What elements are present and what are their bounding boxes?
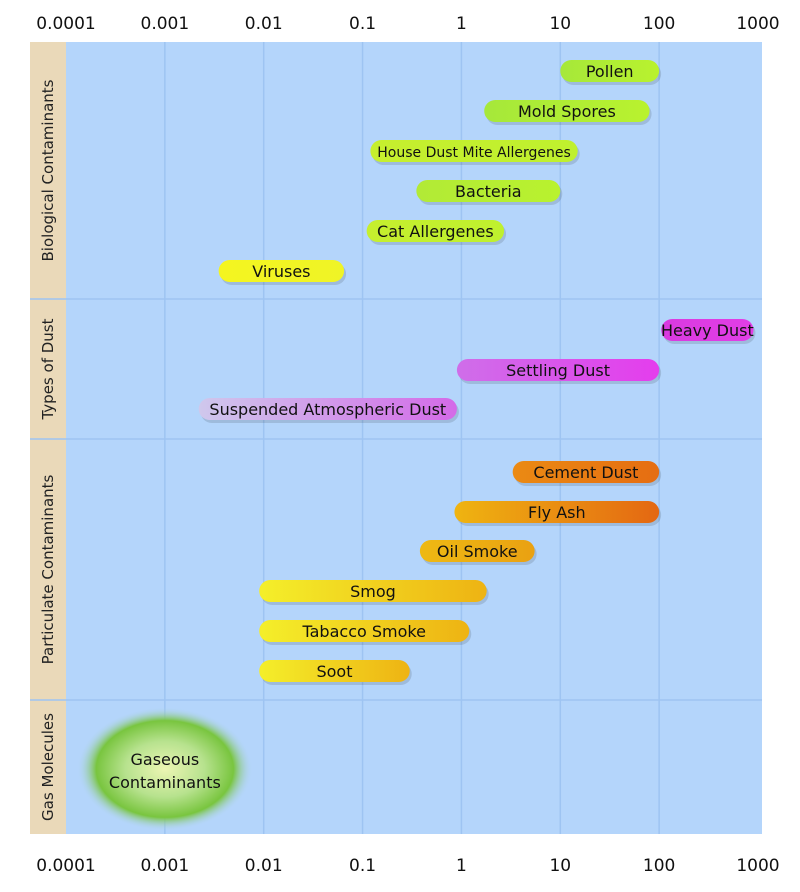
x-tick-label-top: 1000 bbox=[736, 14, 779, 34]
plot-background bbox=[30, 42, 762, 834]
category-label: Biological Contaminants bbox=[39, 79, 57, 261]
range-bar bbox=[560, 60, 660, 82]
bar-label: Settling Dust bbox=[506, 361, 610, 380]
x-tick-label-top: 0.1 bbox=[349, 14, 376, 34]
x-tick-label-top: 10 bbox=[549, 14, 571, 34]
range-bar bbox=[512, 461, 660, 483]
bar-label: House Dust Mite Allergenes bbox=[377, 145, 571, 161]
x-axis-top: 0.0001 0.001 0.01 0.1 1 10 100 1000 bbox=[36, 14, 779, 34]
bar-label: Pollen bbox=[586, 62, 634, 81]
bar-label: Cat Allergenes bbox=[377, 222, 494, 241]
grid-lines bbox=[30, 42, 762, 834]
range-bar bbox=[484, 100, 650, 122]
gas-label: Contaminants bbox=[109, 773, 221, 792]
bar-label: Tabacco Smoke bbox=[302, 622, 426, 641]
range-bar bbox=[661, 319, 754, 341]
bar-label: Soot bbox=[316, 662, 352, 681]
range-bar bbox=[218, 260, 345, 282]
range-bar bbox=[259, 660, 410, 682]
category-label: Gas Molecules bbox=[39, 713, 57, 821]
x-tick-label-top: 1 bbox=[456, 14, 467, 34]
gas-label: Gaseous bbox=[131, 750, 200, 769]
category-band bbox=[30, 299, 66, 439]
bar-label: Suspended Atmospheric Dust bbox=[209, 400, 446, 419]
range-bar bbox=[259, 620, 470, 642]
range-bar bbox=[370, 140, 578, 162]
category-band bbox=[30, 439, 66, 700]
range-bar bbox=[259, 580, 487, 602]
bar-label: Bacteria bbox=[455, 182, 522, 201]
bar-label: Smog bbox=[350, 582, 396, 601]
category-band bbox=[30, 42, 66, 299]
gas-ellipse bbox=[76, 707, 253, 831]
x-tick-label-bottom: 1 bbox=[456, 856, 467, 876]
bar-label: Heavy Dust bbox=[661, 321, 754, 340]
bar-label: Fly Ash bbox=[528, 503, 586, 522]
x-tick-label-top: 0.001 bbox=[141, 14, 190, 34]
x-axis-bottom: 0.0001 0.001 0.01 0.1 1 10 100 1000 bbox=[36, 856, 779, 876]
range-bar bbox=[416, 180, 561, 202]
bar-label: Cement Dust bbox=[533, 463, 638, 482]
x-tick-label-bottom: 0.001 bbox=[141, 856, 190, 876]
x-tick-label-top: 0.0001 bbox=[36, 14, 95, 34]
x-tick-label-bottom: 0.1 bbox=[349, 856, 376, 876]
range-bar bbox=[198, 398, 457, 420]
x-tick-label-top: 100 bbox=[643, 14, 675, 34]
category-band bbox=[30, 700, 66, 834]
bar-label: Mold Spores bbox=[518, 102, 616, 121]
category-label: Types of Dust bbox=[39, 318, 57, 420]
x-tick-label-top: 0.01 bbox=[245, 14, 283, 34]
range-bar bbox=[454, 501, 660, 523]
range-bar bbox=[456, 359, 660, 381]
category-label: Particulate Contaminants bbox=[39, 474, 57, 664]
x-tick-label-bottom: 1000 bbox=[736, 856, 779, 876]
range-bar bbox=[366, 220, 505, 242]
x-tick-label-bottom: 0.01 bbox=[245, 856, 283, 876]
range-bar bbox=[419, 540, 535, 562]
bar-label: Oil Smoke bbox=[437, 542, 518, 561]
bar-label: Viruses bbox=[252, 262, 310, 281]
x-tick-label-bottom: 0.0001 bbox=[36, 856, 95, 876]
x-tick-label-bottom: 10 bbox=[549, 856, 571, 876]
x-tick-label-bottom: 100 bbox=[643, 856, 675, 876]
